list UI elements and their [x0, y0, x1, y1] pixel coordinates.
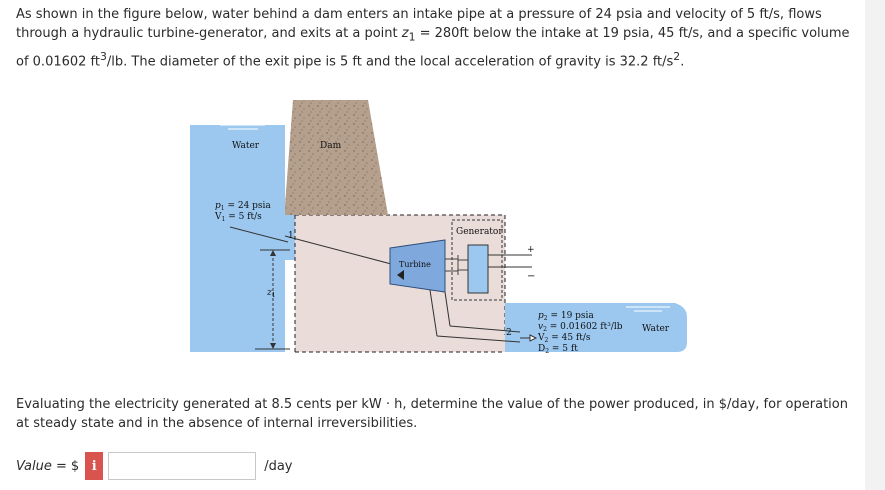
inlet-pressure-label: p1 = 24 psia	[215, 201, 271, 212]
minus-terminal: −	[527, 271, 535, 282]
exit-pressure-label: p2 = 19 psia	[538, 311, 594, 322]
turbine-label: Turbine	[399, 260, 431, 269]
dam	[285, 100, 388, 215]
water-label-right: Water	[642, 324, 670, 334]
z1-label: z1	[266, 288, 276, 299]
water-label-left: Water	[232, 141, 260, 151]
elevation-dimension	[255, 249, 290, 350]
point-1-label: 1	[288, 231, 294, 241]
unit-label: /day	[264, 458, 293, 474]
point-2-label: 2	[506, 328, 512, 338]
question-card: As shown in the figure below, water behi…	[0, 0, 865, 490]
inlet-velocity-label: V1 = 5 ft/s	[214, 212, 262, 223]
generator-label: Generator	[456, 227, 503, 237]
currency-symbol: $	[70, 458, 80, 474]
exit-specific-volume-label: v2 = 0.01602 ft³/lb	[538, 322, 623, 333]
exit-diameter-label: D2 = 5 ft	[538, 344, 578, 355]
info-icon[interactable]: i	[85, 452, 104, 480]
intake-pipe	[229, 226, 396, 266]
value-label: Value =$	[16, 458, 80, 474]
exit-diameter-arrow	[520, 334, 538, 342]
exit-velocity-label: V2 = 45 ft/s	[537, 333, 591, 344]
dam-turbine-figure: Water Dam Water p1 = 24 psia V1 = 5 ft/s…	[190, 100, 687, 355]
generator	[467, 244, 489, 294]
water-surface-left	[220, 124, 265, 130]
plus-terminal: +	[527, 245, 535, 255]
electrical-leads	[488, 254, 532, 268]
left-reservoir	[190, 125, 295, 352]
generator-housing	[451, 219, 503, 301]
question-text: Evaluating the electricity generated at …	[16, 397, 848, 431]
exit-pipe	[429, 289, 521, 343]
right-reservoir	[505, 303, 687, 352]
answer-row: Value =$ i /day	[16, 452, 292, 480]
turbine-flow-arrow	[397, 270, 404, 280]
dam-label: Dam	[320, 141, 342, 151]
value-input[interactable]	[108, 452, 257, 480]
problem-statement: As shown in the figure below, water behi…	[16, 7, 850, 69]
water-surface-right	[626, 306, 670, 312]
